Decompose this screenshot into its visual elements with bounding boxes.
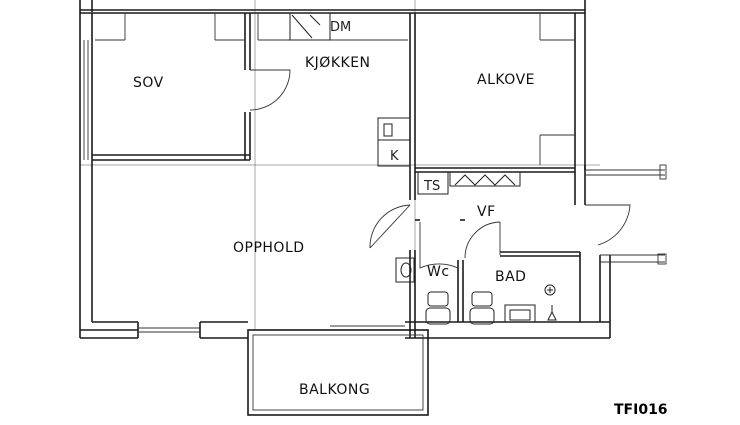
- entry-lines: [585, 164, 667, 265]
- bed-outlines: [95, 13, 575, 165]
- room-label-kjokken: KJØKKEN: [305, 55, 371, 71]
- room-label-wc: Wc: [427, 264, 450, 280]
- balcony-outline: [247, 329, 429, 416]
- room-label-sov: SOV: [133, 75, 164, 91]
- room-label-bad: BAD: [495, 269, 526, 285]
- drain-icon: [544, 284, 556, 296]
- door-swings: [249, 69, 631, 269]
- k-label: K: [390, 149, 399, 164]
- washbasin-icon: [504, 304, 536, 323]
- dm-label: DM: [330, 20, 351, 35]
- dishwasher-symbol: [289, 12, 331, 41]
- room-label-alkove: ALKOVE: [477, 72, 535, 88]
- interior-walls: [92, 13, 586, 338]
- exterior-walls: [79, 0, 611, 339]
- toilet-icon: [425, 291, 451, 325]
- room-label-opphold: OPPHOLD: [233, 240, 305, 256]
- ts-label: TS: [423, 179, 440, 194]
- room-label-vf: VF: [477, 204, 496, 220]
- plan-code: TFI016: [614, 402, 668, 418]
- kitchen-unit: [377, 117, 411, 167]
- toilet-icon: [469, 291, 495, 325]
- wardrobe-outline: [417, 171, 521, 195]
- floor-drain-icon: [547, 305, 557, 321]
- room-label-balkong: BALKONG: [299, 382, 370, 398]
- sink-icon: [395, 257, 415, 283]
